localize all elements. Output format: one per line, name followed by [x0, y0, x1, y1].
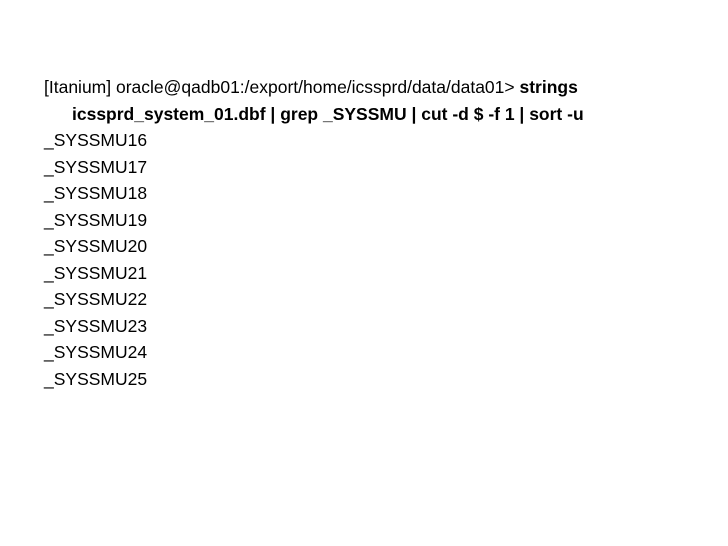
shell-prompt: [Itanium] oracle@qadb01:/export/home/ics…	[44, 77, 515, 97]
output-line: _SYSSMU17	[44, 156, 148, 177]
output-line: _SYSSMU23	[44, 315, 148, 336]
output-line: _SYSSMU24	[44, 342, 148, 362]
terminal-transcript: [Itanium] oracle@qadb01:/export/home/ics…	[44, 74, 704, 392]
output-line: _SYSSMU16	[44, 130, 148, 150]
output-line: _SYSSMU19	[44, 209, 148, 230]
output-line: _SYSSMU20	[44, 236, 148, 256]
output-line: _SYSSMU22	[44, 289, 148, 309]
command-line: [Itanium] oracle@qadb01:/export/home/ics…	[44, 74, 704, 127]
output-line: _SYSSMU21	[44, 262, 148, 283]
output-line: _SYSSMU25	[44, 368, 148, 389]
command-text: strings icssprd_system_01.dbf | grep _SY…	[72, 77, 584, 124]
output-line: _SYSSMU18	[44, 183, 148, 203]
